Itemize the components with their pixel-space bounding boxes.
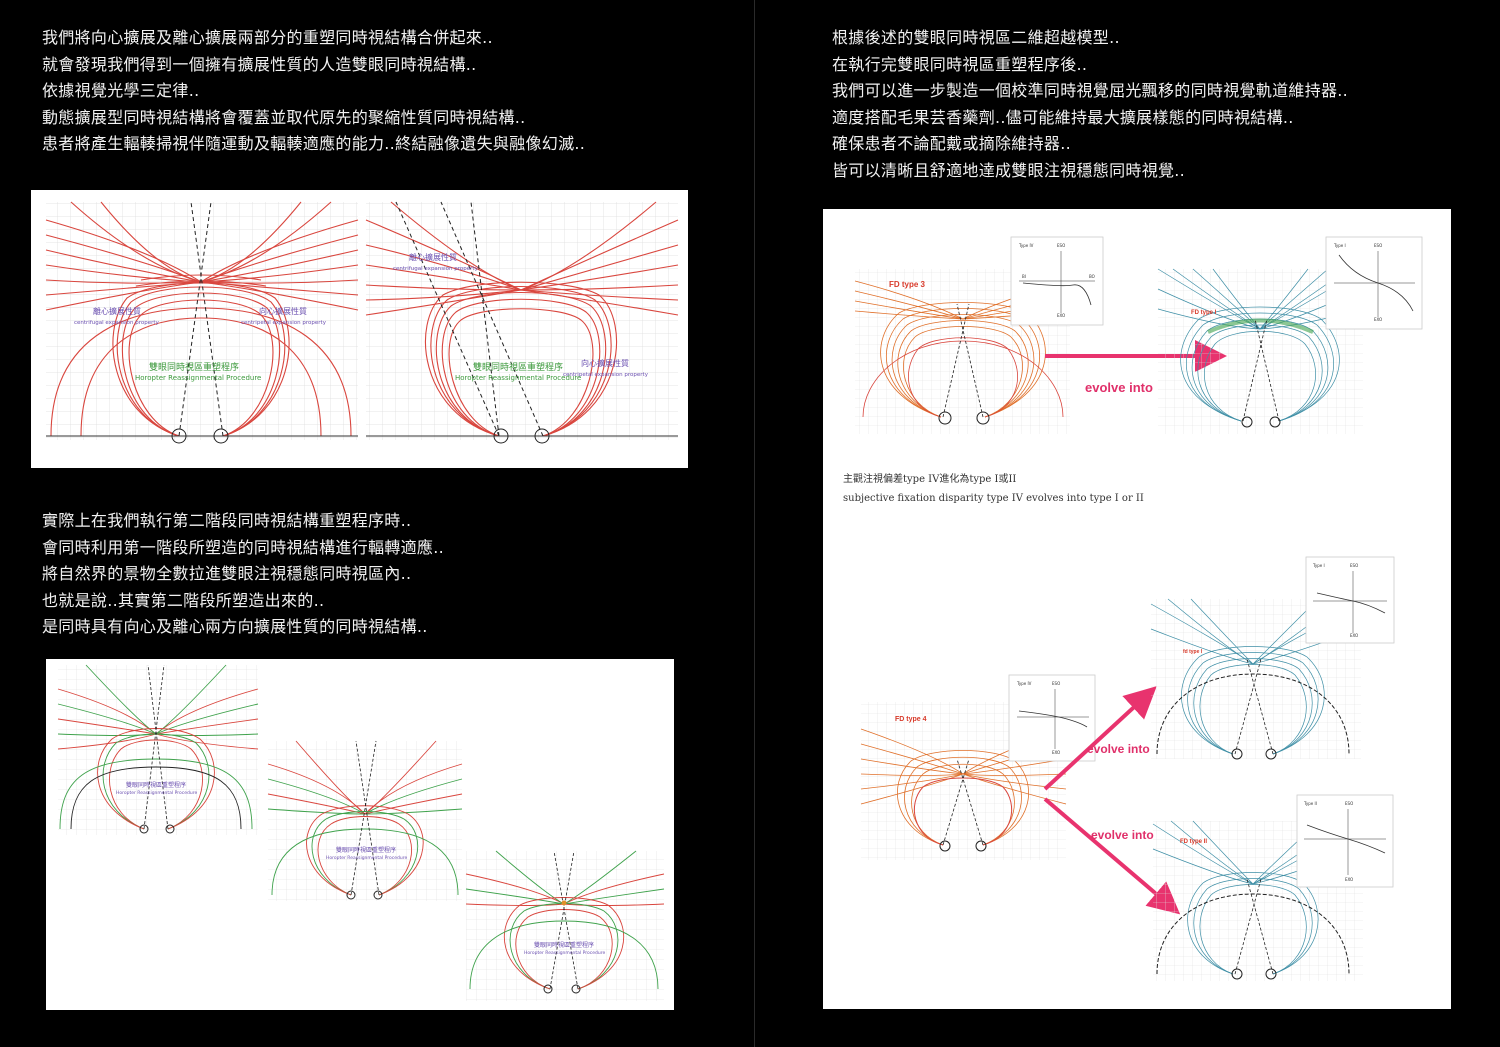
- text-line: 是同時具有向心及離心兩方向擴展性質的同時視結構..: [42, 617, 428, 636]
- inset-type4-bottom: Type IV ESO EXO: [1008, 674, 1096, 762]
- evolve-label: evolve into: [1085, 380, 1153, 395]
- page-divider: [754, 0, 755, 1047]
- text-line: 皆可以清晰且舒適地達成雙眼注視穩態同時視覺..: [832, 160, 1186, 180]
- center-label-en: Horopter Reassignmental Procedure: [135, 374, 261, 382]
- center-label-zh: 雙眼同時視區重塑程序: [149, 361, 239, 373]
- diagram-left: 離心擴展性質 centrifugal expansion property 向心…: [45, 201, 359, 444]
- small-center-zh: 雙眼同時視區重塑程序: [534, 941, 594, 949]
- left-bottom-paragraph: 實際上在我們執行第二階段同時視結構重塑程序時.. 會同時利用第一階段所塑造的同時…: [42, 508, 444, 641]
- inset-title: Type I: [1333, 243, 1346, 248]
- caption-zh: 主觀注視偏差type IV進化為type I或II: [843, 472, 1016, 485]
- small-diagram-2: 雙眼同時視區重塑程序 Horopter Reassignmental Proce…: [267, 740, 463, 901]
- inset-eso: ESO: [1350, 563, 1358, 568]
- inset-title: Type IV: [1018, 243, 1034, 248]
- small-center-en: Horopter Reassignmental Procedure: [326, 855, 407, 861]
- right-paragraph: 根據後述的雙眼同時視區二維超越模型.. 在執行完雙眼同時視區重塑程序後.. 我們…: [832, 25, 1348, 184]
- right-label-zh: 向心擴展性質: [259, 306, 307, 316]
- fd-type1-label: FD type I: [1191, 310, 1217, 316]
- small-center-en: Horopter Reassignmental Procedure: [524, 950, 605, 956]
- fd-type1-label-bottom: fd type I: [1183, 649, 1203, 655]
- text-line: 就會發現我們得到一個擁有擴展性質的人造雙眼同時視結構..: [42, 54, 477, 74]
- horopter-diagrams-svg: 離心擴展性質 centrifugal expansion property 向心…: [45, 201, 679, 444]
- inset-eso: ESO: [1052, 681, 1060, 686]
- horopter-panel-bottom: 雙眼同時視區重塑程序 Horopter Reassignmental Proce…: [46, 659, 674, 1010]
- inset-title: Type II: [1303, 801, 1317, 806]
- fd-type1-diagram-top: FD type I: [1157, 268, 1364, 434]
- right-label-en: centripetal expansion property: [563, 372, 649, 378]
- text-line: 動態擴展型同時視結構將會覆蓋並取代原先的聚縮性質同時視結構..: [42, 107, 526, 127]
- small-center-zh: 雙眼同時視區重塑程序: [336, 846, 396, 854]
- text-line: 也就是說..其實第二階段所塑造出來的..: [42, 590, 325, 610]
- inset-type2-bottom: Type II ESO EXO: [1296, 794, 1394, 888]
- horopter-panel-top: 離心擴展性質 centrifugal expansion property 向心…: [31, 190, 688, 468]
- text-line: 在執行完雙眼同時視區重塑程序後..: [832, 54, 1088, 74]
- small-center-zh: 雙眼同時視區重塑程序: [126, 781, 186, 789]
- fd-type1-diagram-bottom: fd type I: [1150, 598, 1362, 760]
- inset-exo: EXO: [1374, 317, 1382, 322]
- small-center-en: Horopter Reassignmental Procedure: [116, 790, 197, 796]
- text-line: 我們可以進一步製造一個校準同時視覺屈光飄移的同時視覺軌道維持器..: [832, 81, 1349, 100]
- inset-eso: ESO: [1057, 243, 1065, 248]
- text-line: 將自然界的景物全數拉進雙眼注視穩態同時視區內..: [42, 564, 412, 583]
- fd-evolution-panel: FD type 3 Type IV ESO EXO BI BO evolve i…: [823, 209, 1451, 1009]
- diagram-right: 離心擴展性質 centrifugal expansion property 向心…: [365, 201, 679, 444]
- center-label-zh: 雙眼同時視區重塑程序: [473, 361, 563, 373]
- fd-evolution-svg: FD type 3 Type IV ESO EXO BI BO evolve i…: [843, 236, 1423, 981]
- text-line: 會同時利用第一階段所塑造的同時視結構進行輻轉適應..: [42, 537, 444, 557]
- inset-type1-top: Type I ESO EXO: [1325, 236, 1423, 330]
- evolve-label-2: evolve into: [1091, 828, 1154, 842]
- text-line: 實際上在我們執行第二階段同時視結構重塑程序時..: [42, 511, 412, 530]
- fd-type2-label: FD type II: [1180, 839, 1207, 845]
- top-label-zh: 離心擴展性質: [409, 252, 457, 262]
- inset-bi: BI: [1022, 274, 1026, 279]
- inset-title: Type IV: [1016, 681, 1032, 686]
- top-label-en: centrifugal expansion property: [393, 266, 479, 272]
- left-label-en: centrifugal expansion property: [74, 320, 160, 326]
- inset-eso: ESO: [1374, 243, 1382, 248]
- inset-type1-bottom: Type I ESO EXO: [1305, 556, 1395, 644]
- fd-type4-label: FD type 4: [895, 716, 927, 723]
- inset-title: Type I: [1312, 563, 1325, 568]
- evolve-label-1: evolve into: [1087, 742, 1150, 756]
- right-label-en: centripetal expansion property: [241, 320, 327, 326]
- fd-type3-label: FD type 3: [889, 280, 926, 289]
- text-line: 依據視覺光學三定律..: [42, 81, 200, 100]
- inset-bo: BO: [1089, 274, 1095, 279]
- inset-exo: EXO: [1057, 313, 1065, 318]
- text-line: 患者將產生輻輳掃視伴隨運動及輻輳適應的能力..終結融像遺失與融像幻滅..: [42, 134, 586, 153]
- inset-eso: ESO: [1345, 801, 1353, 806]
- small-diagram-1: 雙眼同時視區重塑程序 Horopter Reassignmental Proce…: [57, 664, 259, 835]
- text-line: 我們將向心擴展及離心擴展兩部分的重塑同時視結構合併起來..: [42, 28, 493, 47]
- center-label-en: Horopter Reassignmental Procedure: [455, 374, 581, 382]
- caption-en: subjective fixation disparity type IV ev…: [843, 493, 1144, 504]
- small-diagram-3: 雙眼同時視區重塑程序 Horopter Reassignmental Proce…: [465, 850, 665, 1001]
- left-label-zh: 離心擴展性質: [93, 306, 141, 316]
- inset-type4-top: Type IV ESO EXO BI BO: [1010, 236, 1104, 326]
- arrow-evolve-2: evolve into: [1043, 797, 1181, 915]
- text-line: 適度搭配毛果芸香藥劑..儘可能維持最大擴展樣態的同時視結構..: [832, 107, 1294, 127]
- inset-exo: EXO: [1052, 750, 1060, 755]
- inset-exo: EXO: [1345, 877, 1353, 882]
- small-diagrams-svg: 雙眼同時視區重塑程序 Horopter Reassignmental Proce…: [57, 664, 665, 1001]
- right-label-zh: 向心擴展性質: [581, 358, 629, 368]
- inset-exo: EXO: [1350, 633, 1358, 638]
- text-line: 根據後述的雙眼同時視區二維超越模型..: [832, 28, 1120, 47]
- left-top-paragraph: 我們將向心擴展及離心擴展兩部分的重塑同時視結構合併起來.. 就會發現我們得到一個…: [42, 25, 585, 158]
- text-line: 確保患者不論配戴或摘除維持器..: [832, 134, 1071, 153]
- arrow-evolve-1: evolve into: [1043, 686, 1157, 791]
